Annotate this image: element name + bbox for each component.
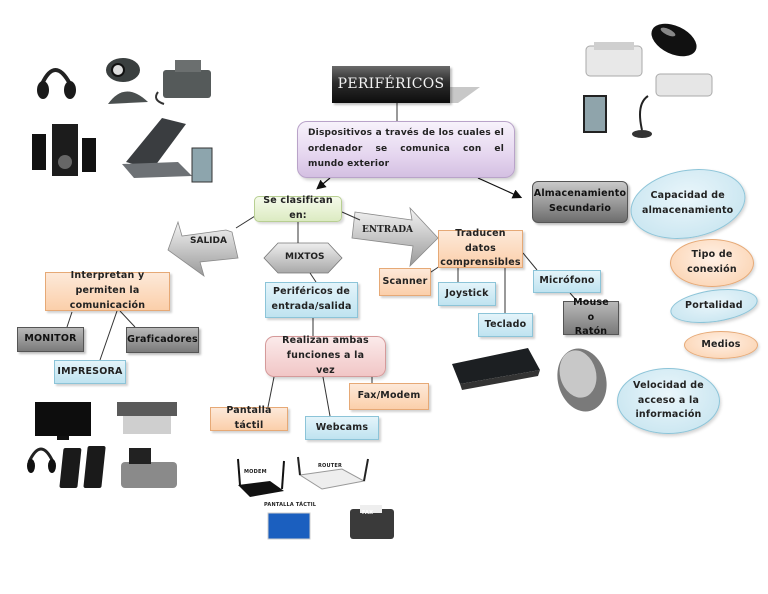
storage-node: Almacenamiento Secundario: [532, 181, 628, 223]
touchscreen-caption: PANTALLA TÁCTIL: [264, 502, 317, 508]
mouse-icon: [651, 23, 697, 57]
router-caption: ROUTER: [318, 463, 343, 469]
headphones-icon: [27, 447, 56, 473]
modem-caption: MODEM: [244, 469, 267, 475]
scanner-node: Scanner: [379, 268, 431, 296]
salida-label: SALIDA: [190, 236, 227, 246]
webcams-node: Webcams: [305, 416, 379, 440]
teclado-node: Teclado: [478, 313, 533, 337]
bottom-left-illustrations: [27, 402, 177, 488]
connector-microfono-mouse: [569, 292, 578, 302]
monitor-icon: [191, 147, 213, 183]
joystick-node: Joystick: [438, 282, 496, 306]
touchscreen-icon: [267, 512, 311, 540]
speakers-icon: [32, 124, 96, 176]
microfono-node: Micrófono: [533, 270, 601, 293]
title-node: PERIFÉRICOS: [332, 66, 450, 103]
connector-mixtos-io: [309, 272, 317, 283]
keyboard-icon: [655, 73, 713, 97]
connector-entrada-microfono: [522, 252, 538, 271]
inkjet-printer-icon: [121, 448, 177, 488]
fax-machine-icon: [350, 505, 394, 539]
connector-salida-graficadores: [119, 310, 136, 328]
router-icon: [297, 456, 369, 490]
bottom-center-illustrations: [237, 456, 394, 540]
connector-classify-salida: [235, 215, 256, 229]
monitor-node: MONITOR: [17, 327, 84, 352]
both-functions-node: Realizan ambas funciones a la vez: [265, 335, 386, 377]
feature-connection: Tipo de conexión: [670, 239, 754, 287]
arrow-definition-classify: [316, 177, 331, 190]
title-shadow: [450, 87, 480, 103]
mouse-raton-node: Mouse o Ratón: [563, 297, 619, 337]
arrow-definition-storage: [477, 177, 523, 199]
feature-access-speed: Velocidad de acceso a la información: [617, 368, 720, 434]
keyboard-icon: [452, 348, 540, 390]
top-left-illustrations: [32, 58, 213, 183]
top-right-illustrations: [583, 23, 713, 138]
webcam-icon: [106, 58, 148, 104]
entrada-description-node: Traducen datos comprensibles: [438, 228, 523, 268]
fax-caption: FAX: [362, 510, 374, 516]
feature-capacity-label: Capacidad de almacenamiento: [642, 190, 734, 216]
monitor-icon: [583, 95, 607, 133]
bottom-right-illustrations: [452, 348, 607, 412]
connector-salida-monitor: [66, 311, 73, 328]
lcd-monitor-icon: [35, 402, 91, 440]
speakers-icon: [59, 446, 106, 488]
salida-arrow: [167, 220, 239, 278]
fax-icon: [155, 60, 211, 105]
entrada-label: ENTRADA: [362, 225, 414, 235]
classify-node: Se clasifican en:: [254, 195, 342, 222]
plotter-icon: [117, 402, 177, 434]
scanner-icon: [122, 118, 192, 178]
feature-portability-label: Portalidad: [685, 299, 743, 311]
feature-media: Medios: [684, 331, 758, 359]
headphones-icon: [37, 68, 76, 99]
definition-node: Dispositivos a través de los cuales el o…: [297, 121, 515, 178]
io-peripherals-node: Periféricos de entrada/salida: [265, 282, 358, 318]
mixtos-hexagon: [263, 242, 343, 274]
impresora-node: IMPRESORA: [54, 360, 126, 384]
microphone-icon: [632, 95, 652, 138]
salida-description-node: Interpretan y permiten la comunicación: [45, 270, 170, 311]
modem-icon: [237, 458, 285, 497]
connector-both-pantalla: [267, 376, 275, 408]
mixtos-label: MIXTOS: [285, 252, 325, 262]
connector-both-webcams: [322, 376, 331, 417]
connector-classify-entrada: [341, 211, 361, 221]
connector-salida-impresora: [99, 310, 118, 361]
entrada-arrow: [351, 206, 439, 268]
mouse-icon: [557, 348, 607, 412]
graficadores-node: Graficadores: [126, 327, 199, 353]
laser-printer-icon: [585, 42, 643, 77]
pantalla-tactil-node: Pantalla táctil: [210, 405, 288, 431]
fax-modem-node: Fax/Modem: [349, 383, 429, 410]
